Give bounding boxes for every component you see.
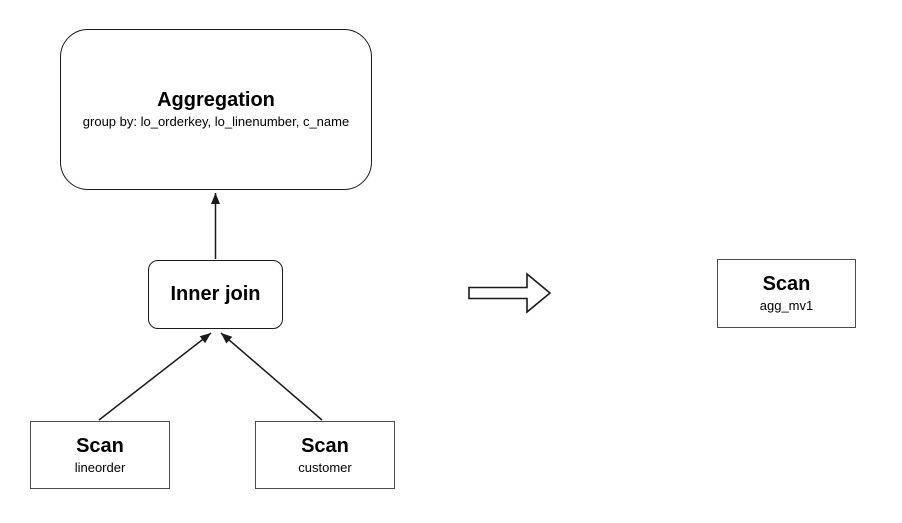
node-scan-lineorder-title: Scan — [76, 434, 124, 457]
edge-scan-customer-to-join — [220, 332, 323, 421]
node-scan-customer-table: customer — [298, 459, 352, 475]
node-inner-join-title: Inner join — [170, 283, 261, 305]
node-aggregation: Aggregation group by: lo_orderkey, lo_li… — [60, 29, 372, 190]
node-aggregation-title: Aggregation — [157, 89, 275, 112]
node-scan-lineorder: Scan lineorder — [30, 421, 170, 489]
node-scan-customer: Scan customer — [255, 421, 395, 489]
node-aggregation-groupby: group by: lo_orderkey, lo_linenumber, c_… — [82, 114, 350, 130]
node-scan-lineorder-table: lineorder — [74, 459, 126, 475]
node-scan-agg-mv1: Scan agg_mv1 — [717, 259, 856, 328]
node-scan-customer-title: Scan — [301, 434, 349, 457]
edge-scan-lineorder-to-join — [98, 332, 212, 421]
node-scan-agg-mv1-title: Scan — [762, 273, 811, 296]
transform-right-arrow-icon — [468, 272, 552, 314]
node-inner-join: Inner join — [148, 260, 283, 329]
node-scan-agg-mv1-table: agg_mv1 — [759, 298, 814, 314]
